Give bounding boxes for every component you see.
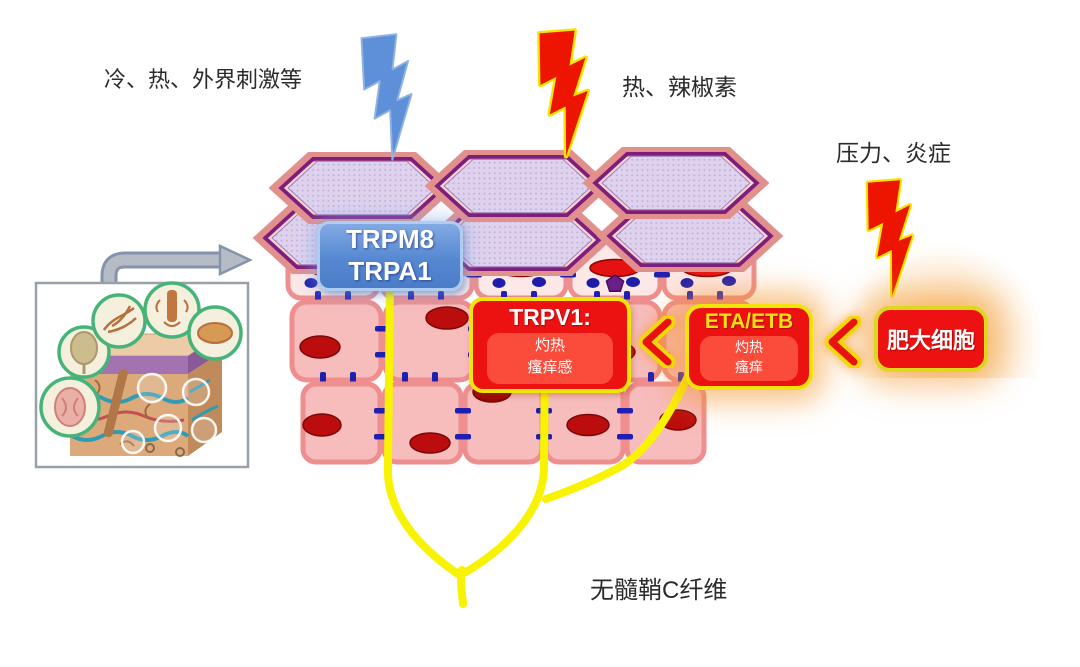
trpv1-symptom-1: 灼热 — [534, 337, 565, 354]
elbow-arrow-icon — [100, 244, 253, 296]
chevron-left-icon — [638, 316, 676, 368]
trpm8-line2: TRPA1 — [348, 256, 432, 286]
skin-anatomy-inset — [34, 281, 250, 469]
lightning-bolt-red-icon — [537, 28, 591, 159]
label-cold-stimuli: 冷、热、外界刺激等 — [104, 67, 303, 92]
trpv1-symptoms-panel: 灼热 瘙痒感 — [486, 333, 614, 384]
mast-cell-box: 肥大细胞 — [874, 306, 988, 372]
label-c-fiber: 无髓鞘C纤维 — [590, 577, 728, 604]
mast-cell-label: 肥大细胞 — [886, 328, 975, 353]
eta-etb-box: ETA/ETB 灼热 瘙痒 — [685, 304, 813, 390]
eta-etb-symptoms-panel: 灼热 瘙痒 — [699, 336, 799, 382]
eta-etb-symptom-2: 瘙痒 — [734, 358, 763, 375]
label-heat-capsaicin: 热、辣椒素 — [622, 74, 737, 100]
eta-etb-symptom-1: 灼热 — [734, 339, 763, 355]
trpv1-box: TRPV1: 灼热 瘙痒感 — [469, 297, 631, 393]
lightning-bolt-blue-icon — [360, 33, 413, 161]
eta-etb-title: ETA/ETB — [704, 310, 794, 333]
trpm8-line1: TRPM8 — [345, 224, 435, 255]
c-fiber-paths — [380, 272, 696, 608]
trpv1-symptom-2: 瘙痒感 — [527, 358, 573, 376]
label-pressure-inflammation: 压力、炎症 — [836, 140, 951, 166]
trpv1-title: TRPV1: — [509, 304, 591, 330]
trpm8-trpa1-box: TRPM8 TRPA1 — [317, 221, 463, 291]
chevron-left-icon — [824, 316, 862, 368]
lightning-bolt-red-icon — [865, 178, 915, 298]
